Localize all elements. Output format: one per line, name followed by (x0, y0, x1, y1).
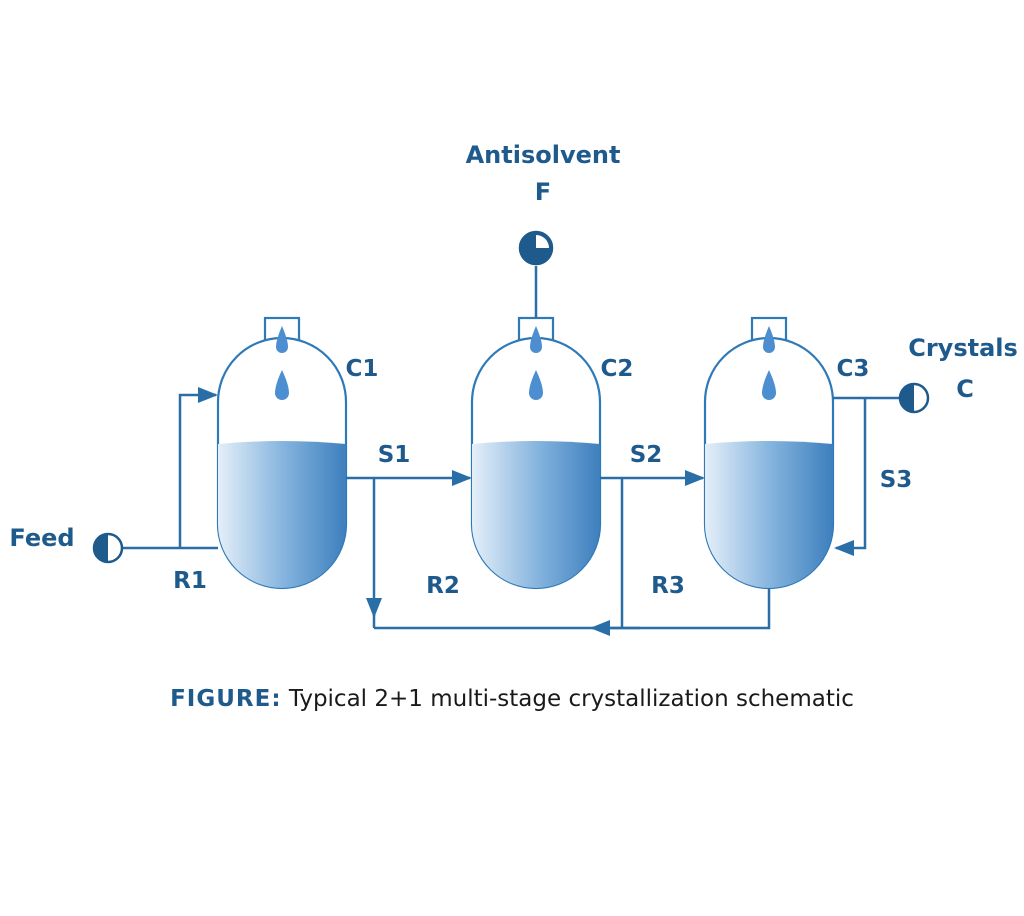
crystals-valve-icon (898, 382, 930, 414)
s1-label: S1 (378, 442, 411, 468)
feed-valve-icon (92, 532, 124, 564)
r3-label: R3 (651, 573, 685, 599)
c1-label: C1 (346, 356, 379, 382)
vessel-c3 (703, 316, 835, 590)
r2-label: R2 (426, 573, 460, 599)
c2-label: C2 (601, 356, 634, 382)
s3-label: S3 (880, 467, 913, 493)
piping (122, 266, 900, 636)
droplet-icon (275, 370, 289, 400)
figure-caption: FIGURE: Typical 2+1 multi-stage crystall… (0, 686, 1024, 712)
c3-label: C3 (837, 356, 870, 382)
s2-label: S2 (630, 442, 663, 468)
caption-prefix: FIGURE: (170, 686, 282, 712)
caption-text: Typical 2+1 multi-stage crystallization … (288, 686, 854, 712)
crystals-label: Crystals (908, 334, 1018, 362)
vessel-c1 (216, 316, 348, 590)
r1-line (178, 387, 218, 548)
droplet-icon (529, 370, 543, 400)
vessel-c2 (470, 316, 602, 590)
return-line (374, 588, 771, 630)
r1-label: R1 (173, 568, 207, 594)
s3-line (834, 398, 867, 556)
feed-label: Feed (9, 524, 74, 552)
droplet-icon (276, 326, 288, 353)
antisolvent-valve-icon (518, 230, 554, 266)
antisolvent-label: Antisolvent (466, 141, 621, 169)
droplet-icon (762, 370, 776, 400)
antisolvent-code-label: F (535, 178, 551, 206)
crystals-code-label: C (956, 375, 974, 403)
droplet-icon (763, 326, 775, 353)
droplet-icon (530, 326, 542, 353)
